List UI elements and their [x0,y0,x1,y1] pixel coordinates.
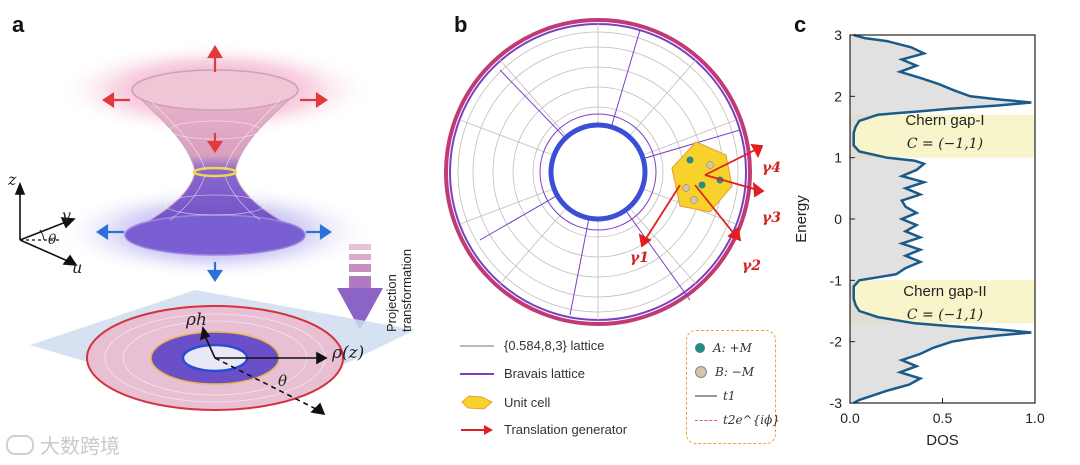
gap1-chern-number: C = (−1,1) [906,136,984,152]
legend-lattice-label: {0.584,8,3} lattice [504,338,605,353]
gap1-title: Chern gap-I [905,112,985,129]
y-tick-label: -2 [830,334,843,350]
legend-site-a-label: A: +M [713,341,752,355]
hyperboloid-top-rim [131,69,299,111]
projection-label: Projection transformation [384,236,414,336]
legend-unit-cell-icon [461,395,493,410]
x-axis-label: DOS [926,432,959,449]
dos-fill-area [850,35,1032,403]
legend-translation: Translation generator [460,422,627,437]
legend-bravais-swatch [460,372,494,375]
legend-site-a: A: +M [695,341,752,355]
poincare-disk [444,18,765,326]
projection-label-line1: Projection [384,274,399,332]
theta-arc [39,229,45,241]
t2-dashed-arrow-icon [695,419,717,421]
gamma2-label: γ2 [742,258,761,274]
hyperboloid-bottom-rim [124,214,306,256]
disk-vectors [199,326,328,416]
watermark: 大数跨境 [6,430,120,459]
legend-site-b-label: B: −M [715,365,755,379]
bottom-arrows [96,223,332,282]
panel-letter-a: a [12,12,25,37]
legend-unit-cell: Unit cell [460,394,550,410]
y-tick-label: 1 [834,150,842,166]
axis-label-v: v [62,206,72,225]
coordinate-axes [14,181,78,266]
legend-translation-arrow-icon [461,424,493,435]
chern-gap-band-2 [850,280,1035,324]
projection-arrow [337,244,383,330]
top-arrows [102,44,328,153]
dos-curve [852,33,1032,405]
legend-unit-cell-label: Unit cell [504,394,551,410]
x-tick-label: 1.0 [1025,410,1045,426]
site-legend-box: A: +M B: −M t1 t2e^{iϕ} [686,330,780,444]
legend-lattice: {0.584,8,3} lattice [460,338,604,353]
inner-boundary-ring [548,122,648,222]
legend-t1-label: t1 [723,389,736,403]
legend-t2-label: t2e^{iϕ} [723,413,780,427]
axis-label-theta: θ [48,232,57,248]
rho-z-label: ρ(z) [332,343,365,363]
rho-h-label: ρh [186,310,207,330]
lattice-sites [682,156,724,204]
y-tick-label: 0 [834,211,842,227]
axis-label-z: z [8,170,17,189]
gamma1-label: γ1 [630,250,649,266]
legend-bravais: Bravais lattice [460,366,585,381]
panel-b: b γ4 γ3 γ2 γ1 {0 [440,0,781,465]
y-tick-label: -3 [830,395,843,411]
site-a-icon [695,343,705,353]
legend-lattice-swatch [460,344,494,347]
hyperboloid-figure [14,42,415,416]
legend-translation-label: Translation generator [504,422,628,437]
gamma3-label: γ3 [762,210,781,226]
y-axis-label: Energy [793,195,810,243]
watermark-text: 大数跨境 [40,434,120,458]
y-tick-label: 3 [834,27,842,43]
x-tick-label: 0.5 [933,410,953,426]
panel-letter-b: b [454,12,468,37]
y-tick-label: -1 [830,272,843,288]
waist-ring [192,166,238,178]
projection-label-line2: transformation [399,248,414,332]
legend-t2: t2e^{iϕ} [695,413,780,427]
legend-site-b: B: −M [695,365,754,379]
axis-label-u: u [72,258,83,277]
panel-a: a [0,0,440,465]
t1-line-icon [695,395,717,397]
y-tick-label: 2 [834,88,842,104]
gap2-title: Chern gap-II [903,283,987,300]
panel-letter-c: c [794,12,807,37]
gamma4-label: γ4 [762,160,781,176]
chern-gap-band-1 [850,114,1035,158]
translation-arrows [638,143,765,248]
watermark-logo-icon [6,434,34,455]
legend-bravais-label: Bravais lattice [504,366,585,381]
site-b-icon [695,366,707,378]
gap2-chern-number: C = (−1,1) [906,307,984,323]
legend-t1: t1 [695,389,735,403]
disk-theta-label: θ [278,372,288,390]
x-tick-label: 0.0 [840,410,860,426]
